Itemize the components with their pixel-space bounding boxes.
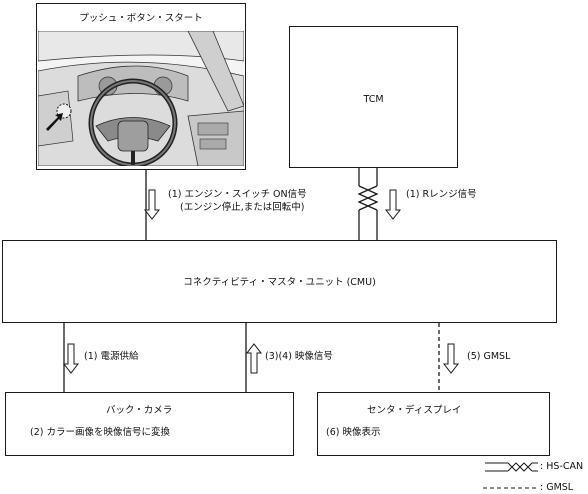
center-display-desc: (6) 映像表示 xyxy=(326,427,381,438)
center-display-box: センタ・ディスプレイ (6) 映像表示 xyxy=(317,392,550,456)
back-camera-desc: (2) カラー画像を映像信号に変換 xyxy=(30,427,170,438)
tcm-title: TCM xyxy=(363,94,384,105)
legend-hs-can-label: : HS-CAN xyxy=(540,461,584,472)
engine-switch-signal-label-1: (1) エンジン・スイッチ ON信号 xyxy=(168,189,307,200)
arrow-down-r-range xyxy=(384,189,402,220)
cmu-box: コネクティビティ・マスタ・ユニット (CMU) xyxy=(2,240,557,323)
tcm-box: TCM xyxy=(289,26,458,168)
r-range-signal-label: (1) Rレンジ信号 xyxy=(406,189,477,200)
hs-can-twist xyxy=(357,185,379,211)
arrow-up-video xyxy=(245,343,263,374)
arrow-down-gmsl xyxy=(442,343,460,374)
power-supply-label: (1) 電源供給 xyxy=(84,351,139,362)
gmsl-label: (5) GMSL xyxy=(467,351,511,362)
cmu-title: コネクティビティ・マスタ・ユニット (CMU) xyxy=(183,277,376,288)
arrow-down-power xyxy=(62,343,80,374)
push-button-start-title: プッシュ・ボタン・スタート xyxy=(79,13,203,24)
arrow-down-engine-signal xyxy=(143,189,161,220)
push-button-start-box: プッシュ・ボタン・スタート xyxy=(36,3,246,170)
back-camera-title: バック・カメラ xyxy=(106,405,173,416)
dashboard-illustration xyxy=(38,31,244,166)
center-display-title: センタ・ディスプレイ xyxy=(367,405,462,416)
legend-hs-can-symbol xyxy=(485,462,538,472)
legend-gmsl-label: : GMSL xyxy=(540,482,574,493)
back-camera-box: バック・カメラ (2) カラー画像を映像信号に変換 xyxy=(5,392,294,456)
engine-switch-signal-label-2: (エンジン停止,または回転中) xyxy=(180,202,305,213)
video-signal-label: (3)(4) 映像信号 xyxy=(265,351,333,362)
